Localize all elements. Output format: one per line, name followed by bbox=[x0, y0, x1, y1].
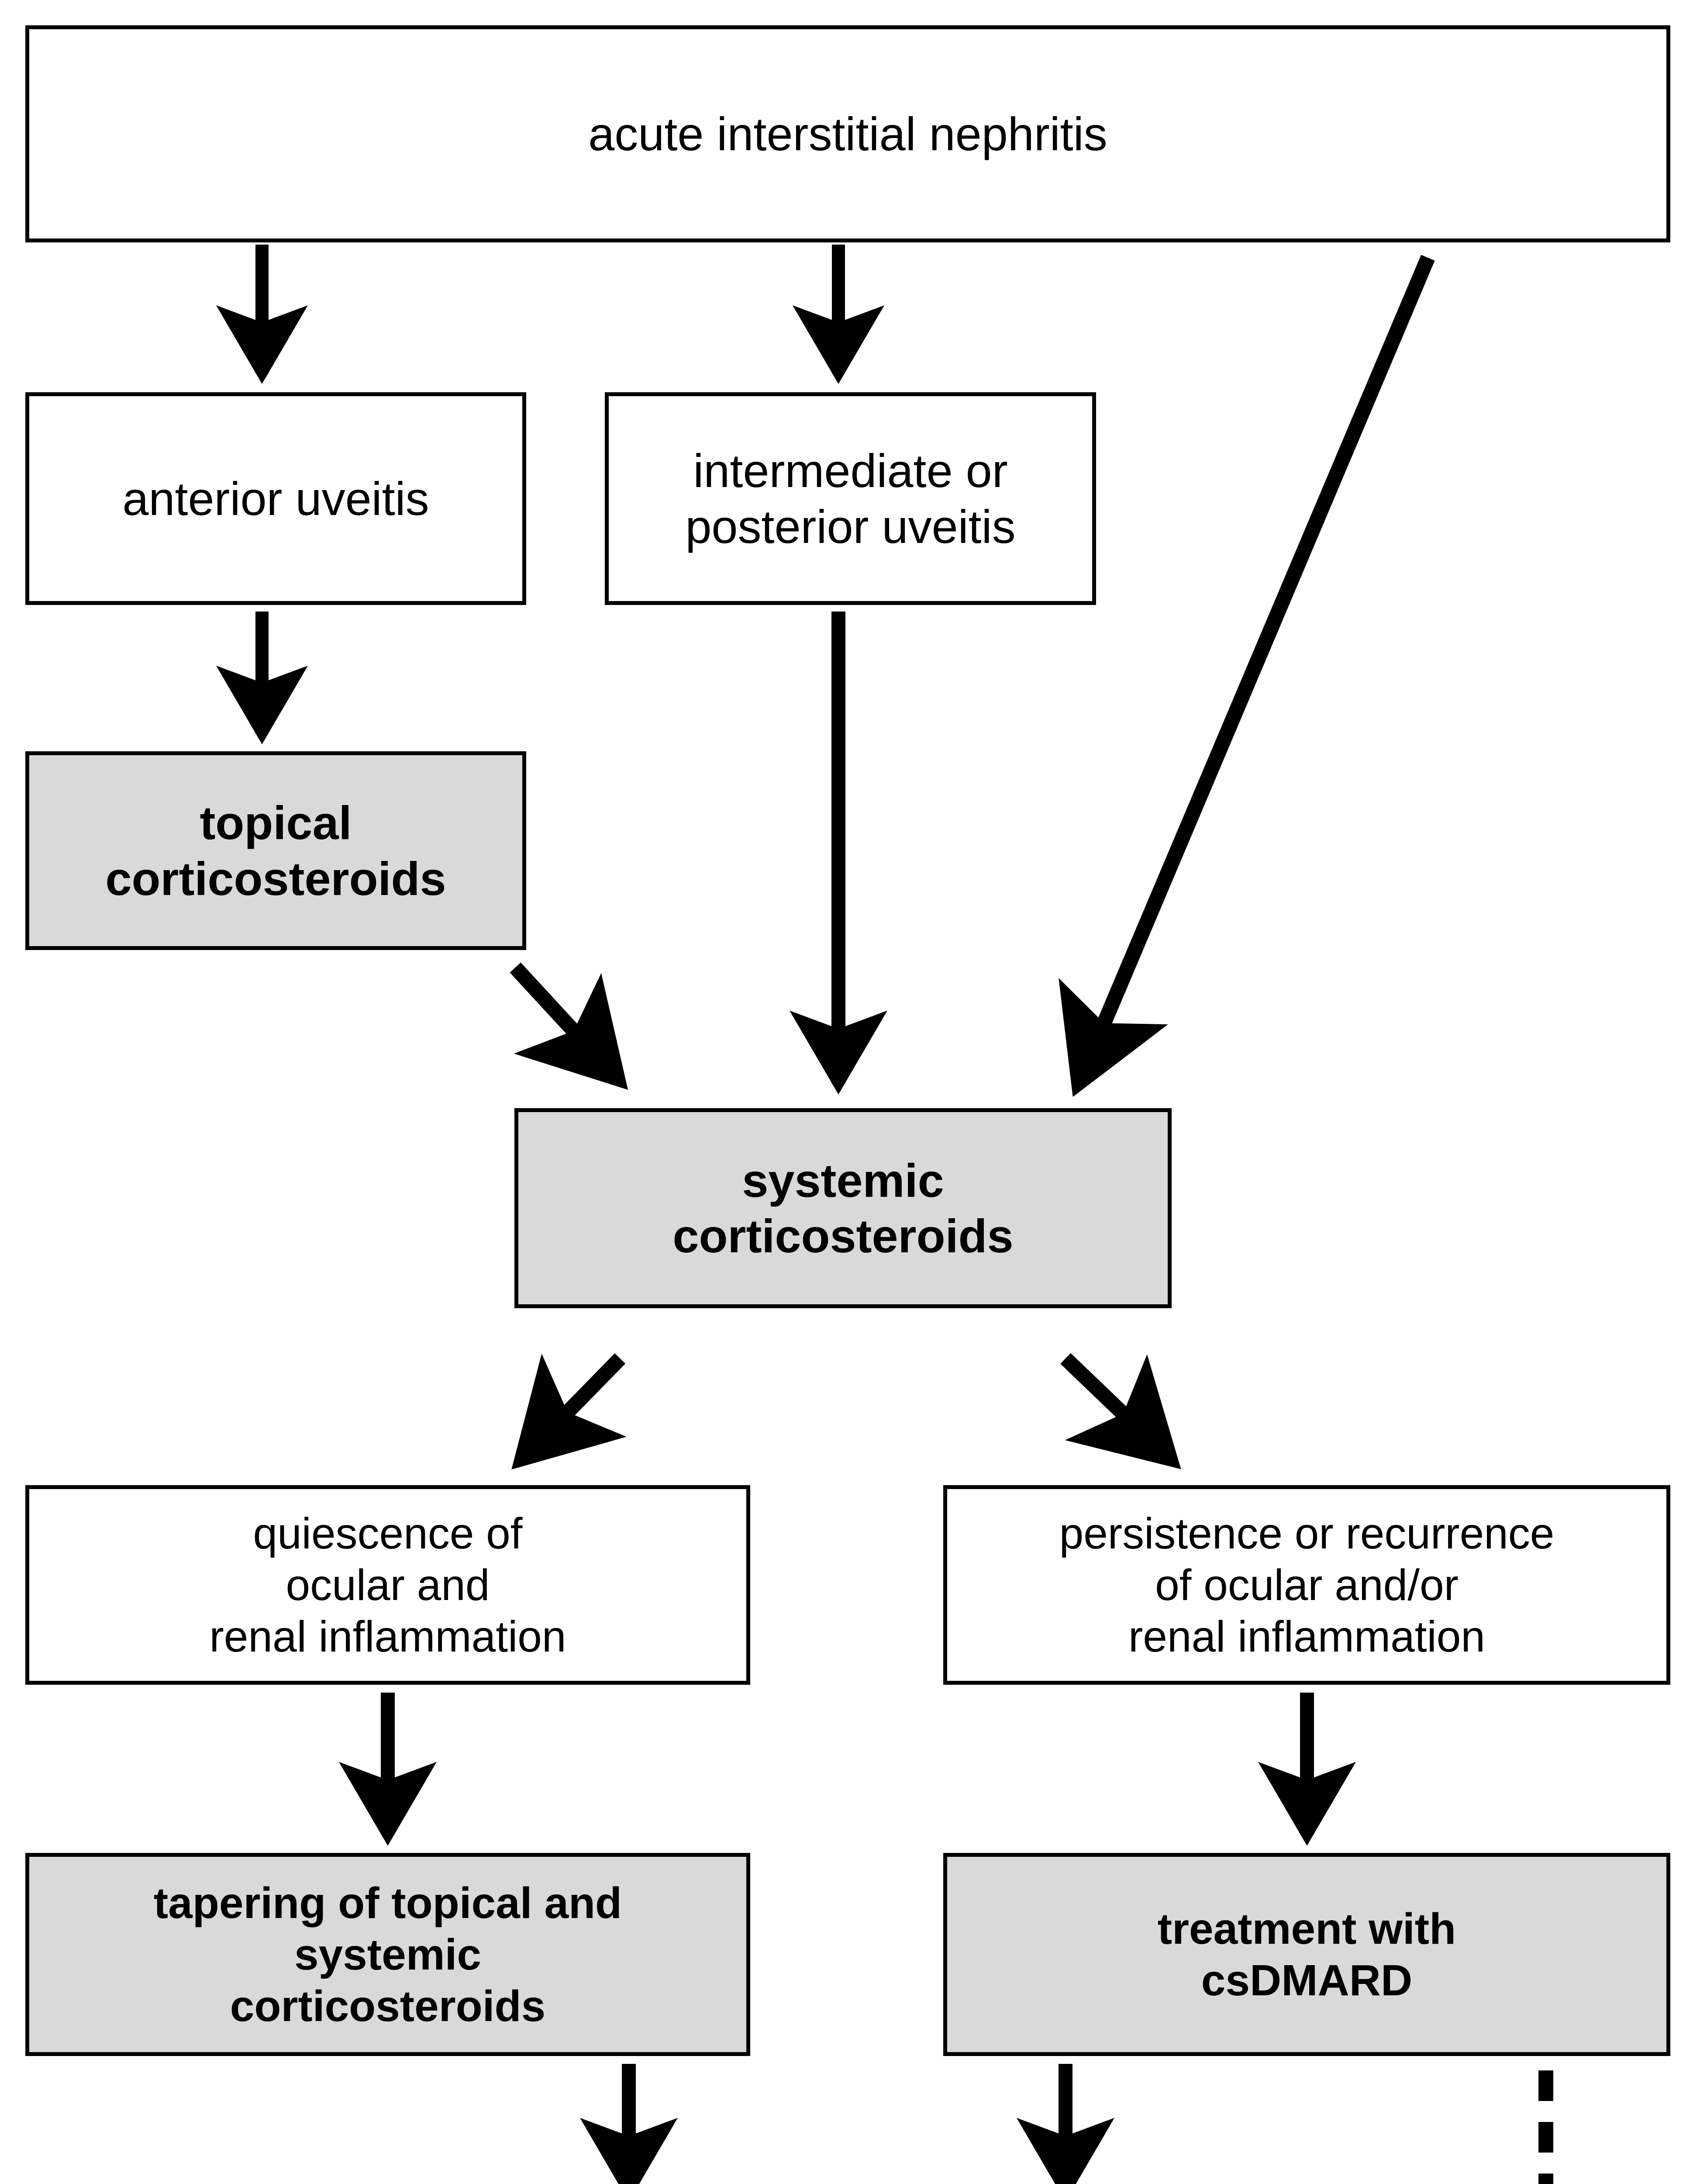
node-anterior-uveitis[interactable]: anterior uveitis bbox=[25, 392, 526, 605]
node-label: acute interstitial nephritis bbox=[588, 107, 1107, 160]
edge-topical-corticosteroids-to-systemic-corticosteroids bbox=[510, 962, 628, 1090]
node-quiescence[interactable]: quiescence of ocular and renal inflammat… bbox=[25, 1485, 750, 1685]
node-label: persistence or recurrence of ocular and/… bbox=[1059, 1509, 1555, 1661]
node-label: intermediate or posterior uveitis bbox=[685, 444, 1016, 553]
node-label: anterior uveitis bbox=[122, 472, 429, 525]
node-label: topical corticosteroids bbox=[105, 796, 446, 905]
edge-systemic-corticosteroids-to-persistence-right bbox=[1060, 1353, 1181, 1469]
node-intermediate-posterior-uveitis[interactable]: intermediate or posterior uveitis bbox=[605, 392, 1096, 605]
node-topical-corticosteroids[interactable]: topical corticosteroids bbox=[25, 751, 526, 950]
node-label: tapering of topical and systemic cortico… bbox=[153, 1878, 622, 2031]
node-label: systemic corticosteroids bbox=[672, 1154, 1014, 1262]
edge-systemic-corticosteroids-to-quiescence bbox=[511, 1353, 627, 1470]
node-systemic-corticosteroids[interactable]: systemic corticosteroids bbox=[514, 1108, 1172, 1308]
edge-ain-to-systemic-corticosteroids bbox=[1059, 255, 1435, 1097]
node-treatment-csdmard[interactable]: treatment with csDMARD bbox=[943, 1853, 1670, 2056]
node-persistence-right[interactable]: persistence or recurrence of ocular and/… bbox=[943, 1485, 1670, 1685]
node-acute-interstitial-nephritis[interactable]: acute interstitial nephritis bbox=[25, 25, 1670, 242]
node-tapering-corticosteroids[interactable]: tapering of topical and systemic cortico… bbox=[25, 1853, 750, 2056]
node-label: treatment with csDMARD bbox=[1157, 1904, 1456, 2005]
node-label: quiescence of ocular and renal inflammat… bbox=[209, 1509, 566, 1661]
